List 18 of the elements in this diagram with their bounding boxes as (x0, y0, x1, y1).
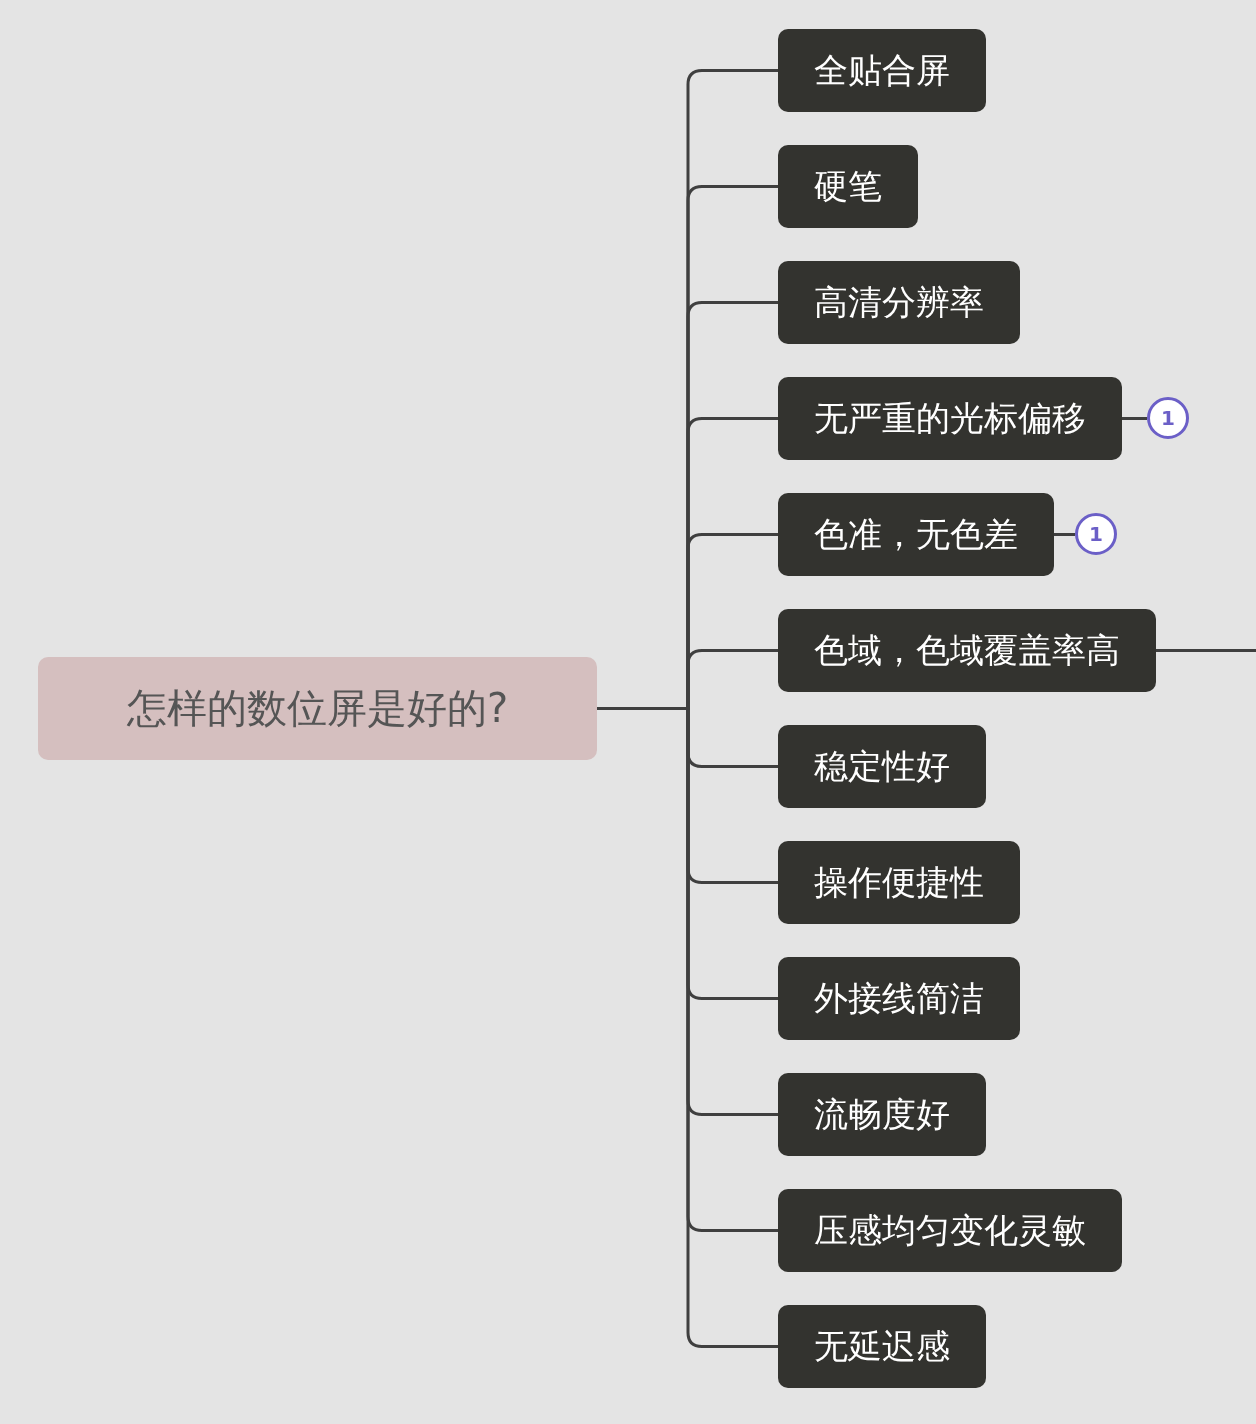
count-badge: 1 (1147, 397, 1189, 439)
subtopic-box: 无严重的光标偏移 (778, 377, 1122, 460)
subtopic-box: 色域，色域覆盖率高 (778, 609, 1156, 692)
count-badge: 1 (1075, 513, 1117, 555)
subtopic-box: 压感均匀变化灵敏 (778, 1189, 1122, 1272)
subtopic-box: 稳定性好 (778, 725, 986, 808)
subtopic-box: 外接线简洁 (778, 957, 1020, 1040)
subtopic-box: 色准，无色差 (778, 493, 1054, 576)
subtopic-box: 全贴合屏 (778, 29, 986, 112)
subtopic-box: 高清分辨率 (778, 261, 1020, 344)
subtopic-box: 流畅度好 (778, 1073, 986, 1156)
connector-line (1054, 533, 1075, 536)
connector-line (1156, 649, 1256, 652)
subtopic-box: 操作便捷性 (778, 841, 1020, 924)
subtopic-box: 硬笔 (778, 145, 918, 228)
central-topic: 怎样的数位屏是好的? (38, 657, 597, 760)
connector-line (1122, 417, 1147, 420)
subtopic-box: 无延迟感 (778, 1305, 986, 1388)
